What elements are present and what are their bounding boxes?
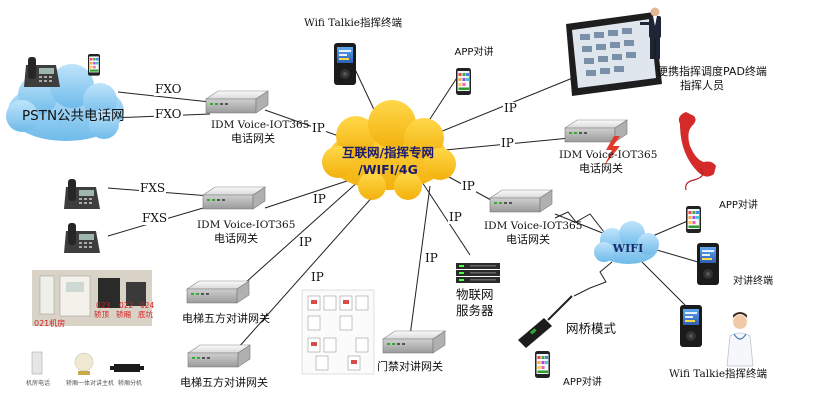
door-access-diagram (301, 289, 375, 375)
wifi-label: WIFI (612, 242, 644, 255)
handheld-radio-icon (697, 243, 719, 285)
ip-label-door: IP (424, 251, 439, 265)
elevator-024-label: 024 (140, 301, 155, 310)
ip-label-gw1: IP (311, 121, 326, 135)
ip-label-elevator2: IP (310, 270, 325, 284)
wifi-talkie-top-label: Wifi Talkie指挥终端 (303, 17, 403, 29)
handheld-radio-icon (680, 305, 702, 347)
ip-label-left: IP (312, 192, 327, 206)
person-icon (640, 7, 661, 59)
gateway-left (202, 186, 266, 210)
fxo-label-2: FXO (154, 107, 183, 121)
desk-phone-icon (24, 57, 60, 87)
gateway-top-left-model: IDM Voice-IOT365 (211, 119, 310, 131)
elevator-gateway-1 (186, 280, 250, 304)
gateway-mid (489, 189, 553, 213)
app-right-label: APP对讲 (719, 200, 758, 211)
machine-room-photo (32, 270, 152, 326)
app-top-label: APP对讲 (454, 47, 494, 58)
elevator-top-label: 轿顶 (94, 310, 109, 319)
fxo-label-1: FXO (154, 82, 183, 96)
ip-label-right: IP (500, 136, 515, 150)
device-small-label-1: 机房电话 (26, 380, 51, 387)
ip-label-top: IP (503, 101, 518, 115)
tablet-icon (566, 12, 662, 96)
gateway-right-type: 电话网关 (579, 162, 623, 175)
ip-label-elevator1: IP (298, 235, 313, 249)
smartphone-icon (686, 206, 701, 233)
fxs-label-2: FXS (141, 211, 169, 225)
machine-room-label: 021机房 (34, 319, 66, 328)
internet-label: 互联网/指挥专网 /WIFI/4G (323, 144, 453, 178)
internet-cloud (322, 100, 456, 200)
elevator-gateway-2 (187, 344, 251, 368)
gateway-top-left-type: 电话网关 (231, 132, 275, 145)
ip-label-server: IP (448, 210, 463, 224)
elevator-022-label: 022 (119, 301, 134, 310)
pstn-cloud (6, 64, 124, 141)
elevator-gateway-2-label: 电梯五方对讲网关 (180, 376, 268, 389)
router-antenna-icon (518, 295, 573, 348)
gateway-left-model: IDM Voice-IOT365 (197, 219, 296, 231)
desk-phone-icon (64, 179, 100, 209)
gateway-right-model: IDM Voice-IOT365 (559, 149, 658, 161)
smartphone-icon (88, 54, 100, 76)
iot-server-label-1: 物联网 (456, 287, 494, 302)
wifi-talkie-bottom-label: Wifi Talkie指挥终端 (669, 368, 768, 380)
elevator-pit-label: 底坑 (138, 310, 153, 319)
internet-label-line1: 互联网/指挥专网 (341, 145, 435, 160)
red-handset-icon (678, 112, 716, 191)
doctor-icon (726, 312, 754, 367)
elevator-gateway-1-label: 电梯五方对讲网关 (182, 312, 270, 325)
elevator-023-label: 023 (96, 301, 111, 310)
pad-label: 便携指挥调度PAD终端 (657, 65, 767, 78)
bridge-mode-label: 网桥模式 (566, 321, 617, 336)
elevator-car-label: 轿厢 (116, 310, 131, 319)
gateway-mid-type: 电话网关 (506, 233, 550, 246)
device-small-label-2: 轿厢一体对讲主机 (66, 380, 115, 387)
app-bottom-label: APP对讲 (563, 377, 602, 388)
gateway-top-left (205, 90, 269, 114)
elevator-devices (31, 351, 144, 375)
iot-server-label-2: 服务器 (456, 303, 494, 318)
gateway-mid-model: IDM Voice-IOT365 (484, 220, 583, 232)
desk-phone-icon (64, 223, 100, 253)
lightning-icon (604, 136, 620, 166)
device-small-label-3: 轿厢分机 (118, 380, 143, 387)
server-rack-icon (456, 263, 500, 283)
handheld-radio-icon (334, 43, 356, 85)
internet-label-line2: /WIFI/4G (358, 162, 418, 177)
wifi-cloud (594, 221, 659, 264)
pstn-label: PSTN公共电话网 (22, 108, 125, 124)
intercom-terminal-label: 对讲终端 (733, 276, 773, 287)
door-gateway-label: 门禁对讲网关 (377, 360, 443, 373)
wireless-links (554, 211, 613, 297)
smartphone-icon (456, 68, 471, 95)
gateway-left-type: 电话网关 (214, 232, 258, 245)
ip-label-mid-right: IP (461, 179, 476, 193)
fxs-label-1: FXS (139, 181, 167, 195)
commander-label: 指挥人员 (680, 79, 724, 92)
door-gateway (382, 330, 446, 354)
smartphone-icon (535, 351, 550, 378)
